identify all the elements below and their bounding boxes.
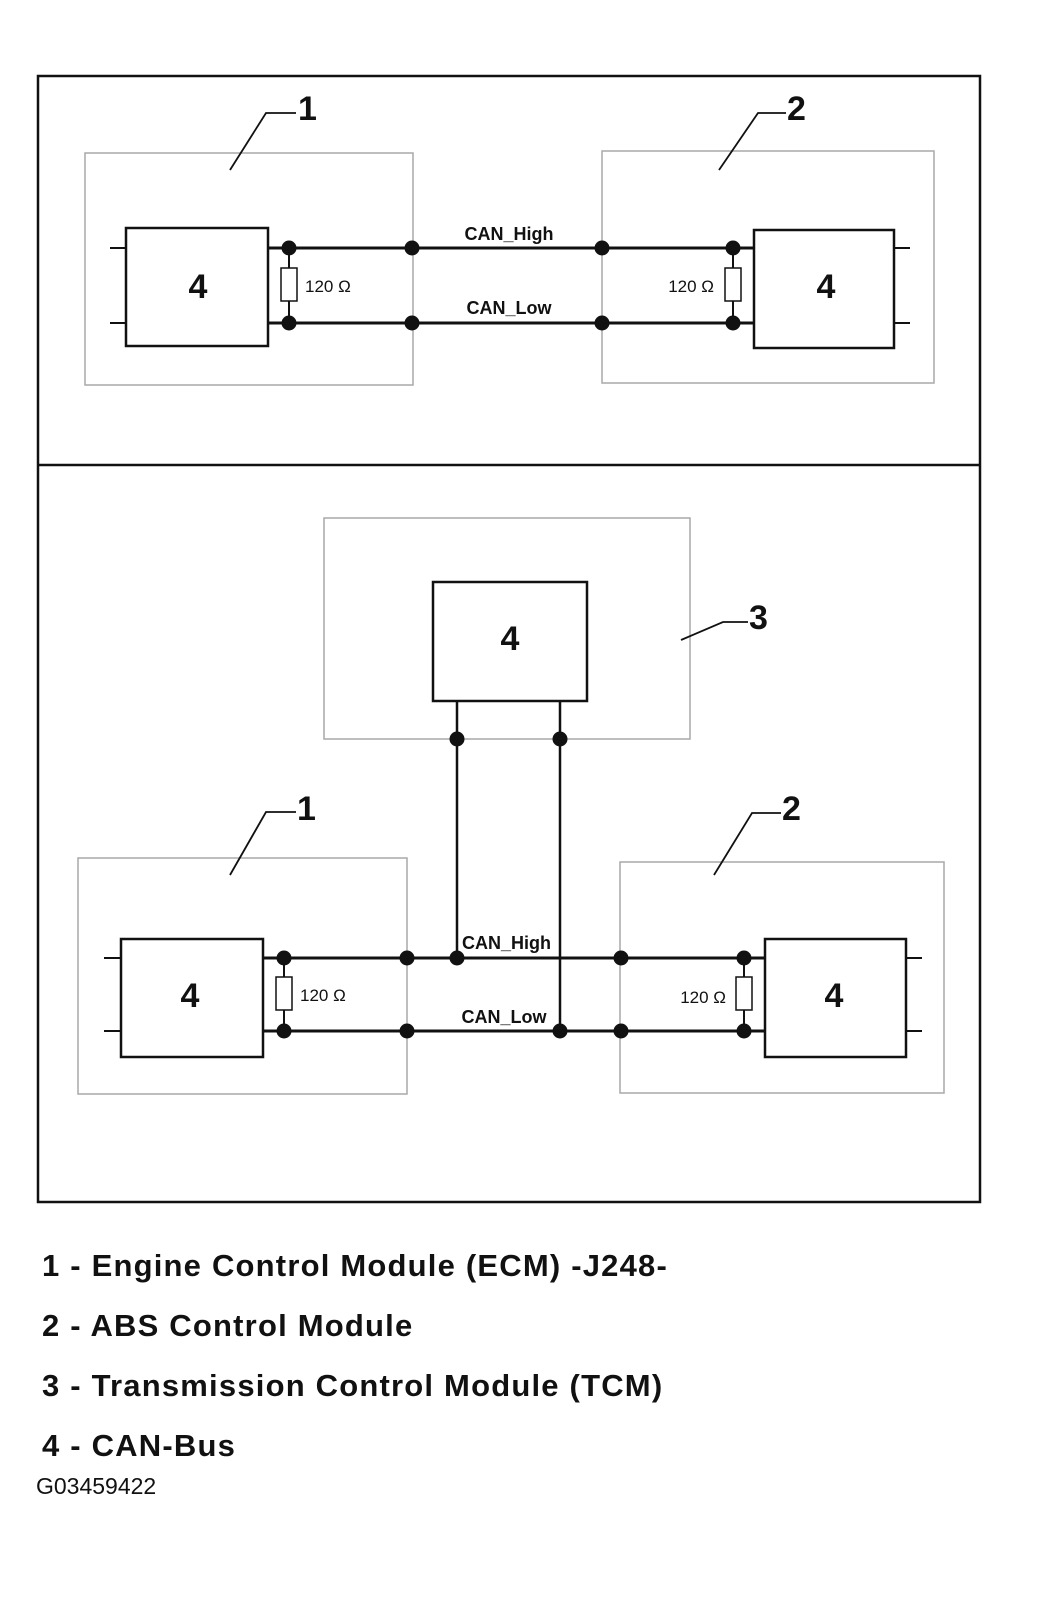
bottom-callout-1: 1 [297, 790, 316, 828]
top-callout-1: 1 [298, 90, 317, 128]
junction-dot [552, 731, 568, 747]
bottom-bus-box-1 [119, 937, 265, 1059]
top-module-1-outline [84, 152, 414, 386]
bottom-bus-box-2 [763, 937, 908, 1059]
junction-dot [449, 950, 465, 966]
bottom-module-2-outline [619, 861, 945, 1094]
bottom-can-low-label: CAN_Low [462, 1007, 548, 1027]
junction-dot [613, 950, 629, 966]
bottom-resistor-2 [735, 976, 753, 1011]
top-resistor-1-label: 120 Ω [305, 277, 351, 296]
bottom-callout-1-leader [229, 811, 296, 876]
junction-dot [736, 1023, 752, 1039]
bottom-callout-3: 3 [749, 599, 768, 637]
bottom-bus-box-2-label: 4 [825, 977, 844, 1015]
junction-dot [404, 240, 420, 256]
legend-item-ecm: 1 - Engine Control Module (ECM) -J248- [42, 1248, 669, 1283]
bottom-callout-3-leader [680, 621, 748, 641]
top-resistor-2-label: 120 Ω [668, 277, 714, 296]
top-callout-2-leader [718, 112, 786, 171]
bottom-callout-2-leader [713, 812, 781, 876]
bottom-resistor-2-label: 120 Ω [680, 988, 726, 1007]
bottom-resistor-1-label: 120 Ω [300, 986, 346, 1005]
legend-item-tcm: 3 - Transmission Control Module (TCM) [42, 1368, 664, 1403]
junction-dot [736, 950, 752, 966]
legend: 1 - Engine Control Module (ECM) -J248- 2… [42, 1236, 668, 1476]
junction-dot [399, 950, 415, 966]
junction-dot [725, 315, 741, 331]
junction-dot [281, 315, 297, 331]
figure-id: G03459422 [36, 1473, 157, 1499]
legend-item-abs: 2 - ABS Control Module [42, 1308, 414, 1343]
junction-dot [725, 240, 741, 256]
junction-dot [449, 731, 465, 747]
junction-dot [281, 240, 297, 256]
top-resistor-1 [280, 267, 298, 302]
junction-dot [594, 315, 610, 331]
bottom-bus-box-3 [431, 580, 589, 703]
junction-dot [404, 315, 420, 331]
bottom-module-3-outline [323, 517, 691, 740]
top-bus-box-1-label: 4 [189, 268, 208, 306]
junction-dot [552, 1023, 568, 1039]
bottom-can-high-label: CAN_High [462, 933, 551, 953]
top-bus-box-2 [752, 228, 896, 350]
bottom-resistor-1 [275, 976, 293, 1011]
bottom-panel: 3 1 2 4 4 4 CAN_High CAN_Low 120 Ω 12 [77, 517, 945, 1095]
top-module-2-outline [601, 150, 935, 384]
bottom-bus-box-1-label: 4 [181, 977, 200, 1015]
bottom-module-1-outline [77, 857, 408, 1095]
bottom-callout-2: 2 [782, 790, 801, 828]
top-bus-box-2-label: 4 [817, 268, 836, 306]
can-bus-diagram: 1 2 4 4 CAN_High CAN_Low 120 Ω 120 Ω [36, 74, 982, 1204]
junction-dot [399, 1023, 415, 1039]
legend-item-can-bus: 4 - CAN-Bus [42, 1428, 237, 1463]
outer-frame [36, 74, 982, 1204]
junction-dot [276, 950, 292, 966]
top-callout-2: 2 [787, 90, 806, 128]
bottom-bus-box-3-label: 4 [501, 620, 520, 658]
junction-dot [594, 240, 610, 256]
junction-dot [276, 1023, 292, 1039]
top-can-high-label: CAN_High [465, 224, 554, 244]
junction-dot [613, 1023, 629, 1039]
top-callout-1-leader [229, 112, 296, 171]
top-bus-box-1 [124, 226, 270, 348]
top-can-low-label: CAN_Low [467, 298, 553, 318]
top-resistor-2 [724, 267, 742, 302]
top-panel: 1 2 4 4 CAN_High CAN_Low 120 Ω 120 Ω [84, 90, 935, 386]
